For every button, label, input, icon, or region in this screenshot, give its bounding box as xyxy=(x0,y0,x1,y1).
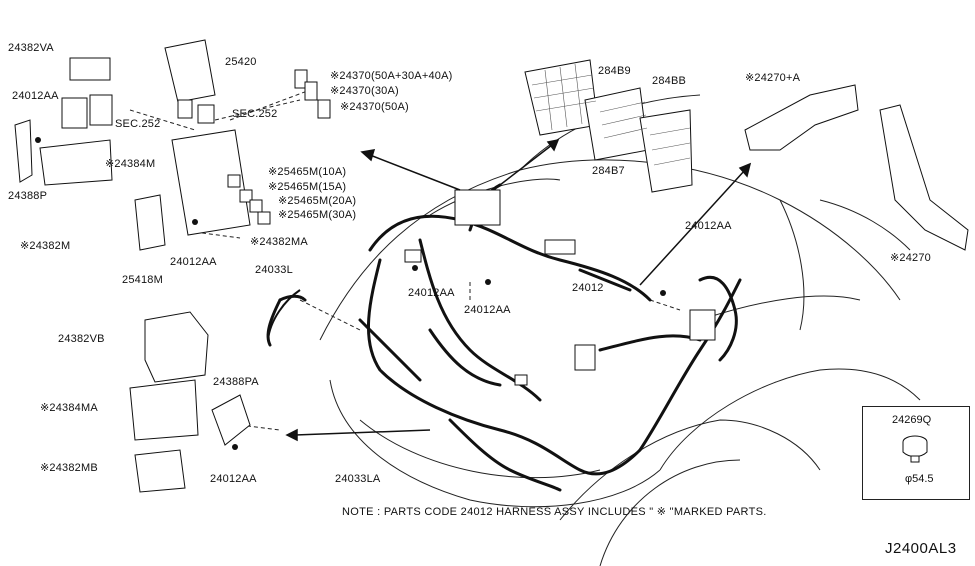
part-24388P xyxy=(14,119,33,183)
label-24382M: ※24382M xyxy=(20,240,71,252)
component-sketches xyxy=(14,39,969,493)
part-relay-a xyxy=(61,97,88,129)
harness-note: NOTE : PARTS CODE 24012 HARNESS ASSY INC… xyxy=(342,506,767,518)
label-24012: 24012 xyxy=(572,282,604,294)
label-24384M: ※24384M xyxy=(105,158,156,170)
part-284BB xyxy=(639,109,693,193)
label-24012AA-right: 24012AA xyxy=(685,220,732,232)
part-24384MA xyxy=(129,379,199,441)
label-24012AA-center-2: 24012AA xyxy=(464,304,511,316)
label-284BB: 284BB xyxy=(652,75,687,87)
label-24382MA: ※24382MA xyxy=(250,236,308,248)
label-25465M-10A: ※25465M(10A) xyxy=(268,166,347,178)
label-284B7: 284B7 xyxy=(592,165,625,177)
wiring-harness xyxy=(266,183,742,492)
label-24388P: 24388P xyxy=(8,190,48,202)
label-24033L: 24033L xyxy=(255,264,293,276)
direction-arrows xyxy=(285,138,752,442)
label-24370-50A-30A-40A: ※24370(50A+30A+40A) xyxy=(330,70,453,82)
grommet-icon xyxy=(902,435,928,463)
part-24270 xyxy=(879,104,969,251)
label-25465M-20A: ※25465M(20A) xyxy=(278,195,357,207)
label-24012AA-top-left: 24012AA xyxy=(12,90,59,102)
part-25418M xyxy=(134,194,166,251)
label-24370-30A: ※24370(30A) xyxy=(330,85,399,97)
part-24382VB xyxy=(144,311,209,383)
label-24033LA: 24033LA xyxy=(335,473,381,485)
label-24382MB: ※24382MB xyxy=(40,462,98,474)
label-24384MA: ※24384MA xyxy=(40,402,98,414)
label-24382VA: 24382VA xyxy=(8,42,54,54)
label-24012AA-bottom-left: 24012AA xyxy=(210,473,257,485)
label-25465M-30A: ※25465M(30A) xyxy=(278,209,357,221)
label-25418M: 25418M xyxy=(122,274,163,286)
fasteners xyxy=(35,137,666,450)
part-284B7 xyxy=(584,87,649,161)
label-284B9: 284B9 xyxy=(598,65,631,77)
label-sec252-a: SEC.252 xyxy=(115,118,161,130)
label-24270: ※24270 xyxy=(890,252,932,264)
label-24012AA-center-1: 24012AA xyxy=(408,287,455,299)
part-24382MB xyxy=(134,449,186,493)
module-grid xyxy=(531,63,691,166)
part-24388PA xyxy=(211,394,251,446)
harness-connectors xyxy=(404,189,716,386)
diagram-reference-code: J2400AL3 xyxy=(885,540,957,557)
label-24012AA-mid-left: 24012AA xyxy=(170,256,217,268)
part-24270A xyxy=(744,84,859,151)
label-24382VB: 24382VB xyxy=(58,333,105,345)
part-24033L-wire xyxy=(267,289,301,341)
label-25420: 25420 xyxy=(225,56,257,68)
part-25420 xyxy=(164,39,216,103)
label-24388PA: 24388PA xyxy=(213,376,259,388)
label-24270A: ※24270+A xyxy=(745,72,801,84)
inset-box-24269Q xyxy=(862,406,970,500)
inset-part-label: 24269Q xyxy=(892,414,932,426)
label-25465M-15A: ※25465M(15A) xyxy=(268,181,347,193)
part-fuse-box xyxy=(171,129,251,236)
part-24384M xyxy=(39,139,113,186)
label-sec252-b: SEC.252 xyxy=(232,108,278,120)
label-24370-50A: ※24370(50A) xyxy=(340,101,409,113)
inset-dimension: φ54.5 xyxy=(905,473,934,485)
part-24382VA xyxy=(69,57,111,81)
part-relay-b xyxy=(89,94,113,126)
